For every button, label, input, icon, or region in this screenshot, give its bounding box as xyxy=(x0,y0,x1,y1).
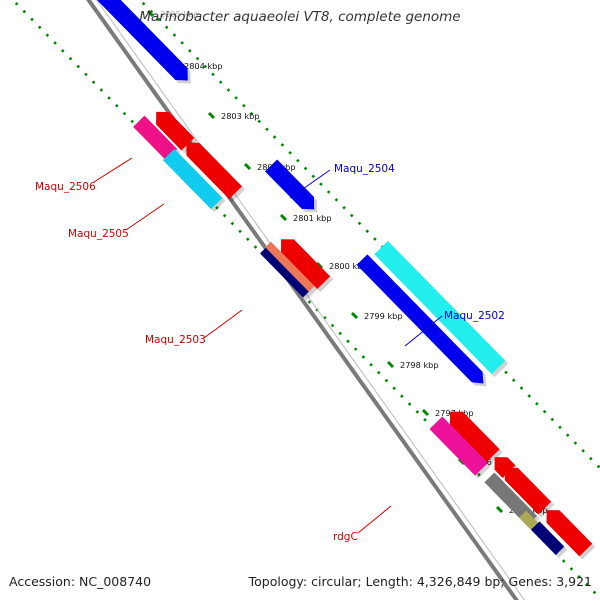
tick-mark xyxy=(495,505,504,514)
gene-red-g xyxy=(546,510,593,557)
gene-label-maqu-2506: Maqu_2506 xyxy=(35,181,96,193)
genome-summary: Topology: circular; Length: 4,326,849 bp… xyxy=(248,574,592,589)
gene-blue-2504 xyxy=(265,159,315,210)
gene-red-b xyxy=(186,142,242,200)
label-leader xyxy=(125,203,165,231)
tick-mark xyxy=(386,360,395,369)
label-leader xyxy=(289,169,331,199)
tick-mark xyxy=(421,408,430,417)
tick-label: 2805 kbp xyxy=(160,9,199,19)
gene-red-a xyxy=(156,111,195,151)
tick-label: 2796 kbp xyxy=(471,457,510,467)
gene-pink-2506 xyxy=(133,115,178,161)
label-leader xyxy=(203,309,243,339)
genome-backbone-edge xyxy=(96,0,529,605)
label-leader xyxy=(404,315,443,347)
accession-label: Accession: NC_008740 xyxy=(9,574,152,589)
gene-navy-2503 xyxy=(259,247,309,298)
gene-label-maqu-2503: Maqu_2503 xyxy=(145,334,206,346)
gene-label-rdgc: rdgC xyxy=(333,531,358,543)
tick-ring-outer xyxy=(138,0,600,469)
tick-label: 2799 kbp xyxy=(364,311,403,321)
gene-label-maqu-2505: Maqu_2505 xyxy=(68,228,129,240)
tick-mark xyxy=(279,213,288,222)
gene-red-e xyxy=(494,457,516,479)
gene-red-d xyxy=(449,411,500,462)
tick-mark xyxy=(243,162,252,171)
gene-navy-bottom xyxy=(530,521,565,556)
tick-mark xyxy=(146,9,155,18)
gene-red-c xyxy=(281,239,331,289)
map-title: Marinobacter aquaeolei VT8, complete gen… xyxy=(139,9,461,25)
tick-mark xyxy=(207,111,216,120)
label-leader xyxy=(357,505,392,534)
gene-skyblue-2505 xyxy=(162,148,223,210)
gene-blue-long xyxy=(356,254,484,384)
gene-label-maqu-2502: Maqu_2502 xyxy=(444,310,505,322)
genome-backbone xyxy=(86,0,522,605)
gene-gray xyxy=(484,472,538,526)
tick-label: 2800 kbp xyxy=(329,261,368,271)
gene-pink-rdgc xyxy=(429,416,488,476)
tick-label: 2801 kbp xyxy=(293,213,332,223)
tick-label: 2804 kbp xyxy=(184,61,223,71)
tick-mark xyxy=(350,311,359,320)
gene-red-f xyxy=(504,467,552,515)
gene-salmon xyxy=(265,241,315,292)
label-leader xyxy=(93,157,133,183)
gene-cyan-2502 xyxy=(374,241,506,375)
tick-label: 2798 kbp xyxy=(400,360,439,370)
gene-label-maqu-2504: Maqu_2504 xyxy=(334,163,395,175)
gene-blue-top xyxy=(96,0,188,81)
tick-label: 2803 kbp xyxy=(221,111,260,121)
